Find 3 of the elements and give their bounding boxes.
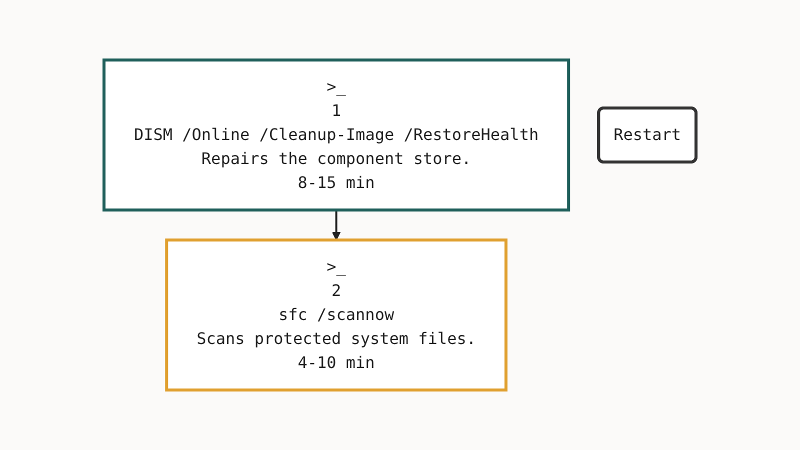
node-box: >_ 2 sfc /scannow Scans protected system files. 4-10 min — [165, 238, 508, 392]
arrow — [332, 210, 341, 240]
node-box: >_ 1 DISM /Online /Cleanup-Image /RestoreHealth Repairs the component store. 8-15 min — [102, 58, 570, 212]
